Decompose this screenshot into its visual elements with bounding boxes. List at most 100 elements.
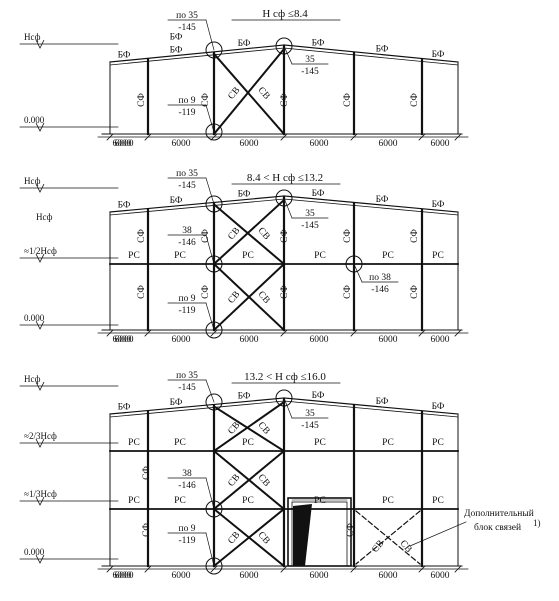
rail-label: РС	[128, 438, 140, 448]
roof-beam-label: БФ	[312, 189, 325, 199]
roof-line	[109, 198, 285, 216]
cross-brace	[212, 47, 286, 136]
brace-label: СВ	[371, 539, 387, 555]
leader-line	[353, 263, 363, 283]
level-arrow-icon	[35, 438, 45, 448]
rail-label: РС	[242, 438, 254, 448]
roof-line	[109, 47, 285, 66]
cross-brace	[212, 449, 286, 511]
node-circle	[205, 41, 223, 59]
callout-text: по 9	[179, 96, 196, 106]
level-arrow-icon	[35, 253, 45, 263]
dimension-tick	[350, 133, 358, 141]
callout-text: -146	[178, 481, 196, 491]
callout-text: по 9	[179, 524, 196, 534]
roof-line	[109, 400, 285, 418]
node-circle	[275, 37, 293, 55]
additional-block-note: блок связей	[474, 522, 521, 533]
rail-label: РС	[242, 251, 254, 261]
callout-text: -145	[178, 181, 196, 191]
roof	[109, 44, 459, 66]
callout-text: -119	[178, 306, 195, 316]
rail-label: РС	[128, 251, 140, 261]
dimension-tick	[280, 329, 288, 337]
span-dimension: 6000	[240, 335, 259, 345]
rail-label: РС	[432, 496, 444, 506]
column-label: СФ	[201, 93, 211, 107]
level-label: ≈1/3Нсф	[24, 489, 57, 499]
brace-label: СВ	[256, 226, 272, 242]
callout-text: -119	[178, 108, 195, 118]
callout-text: -146	[371, 285, 389, 295]
roof	[109, 397, 459, 418]
column-label: СФ	[343, 229, 353, 243]
span-dimension: 6000	[310, 571, 329, 581]
rail-label: РС	[382, 251, 394, 261]
level-arrow-icon	[35, 496, 45, 506]
level-arrow-icon	[35, 554, 45, 564]
level-mark: 0.000	[19, 313, 119, 330]
roof-beam-label: БФ	[376, 195, 389, 205]
footnote-mark: 1)	[533, 518, 541, 528]
dimension-tick	[144, 329, 152, 337]
dimension-tick	[106, 565, 114, 573]
column-label: СФ	[410, 93, 420, 107]
rail-label: РС	[432, 438, 444, 448]
node-circle	[205, 195, 223, 213]
roof-beam-label: БФ	[432, 50, 445, 60]
leader-line	[205, 177, 215, 205]
roof-line	[109, 195, 285, 213]
level-label: 0.000	[24, 115, 45, 125]
dimension-tick	[106, 329, 114, 337]
span-dimension: 6000	[240, 571, 259, 581]
roof-beam-label: БФ	[118, 403, 131, 413]
node-circle	[275, 189, 293, 207]
callout-text: -145	[178, 383, 196, 393]
node-circle	[205, 321, 223, 339]
roof-beam-label: БФ	[170, 398, 183, 408]
cross-brace	[212, 203, 286, 266]
rail-label: РС	[314, 496, 326, 506]
brace-label: СВ	[398, 539, 414, 555]
column-label: СФ	[137, 93, 147, 107]
additional-block-note: Дополнительный	[464, 508, 534, 519]
roof-beam-label: БФ	[118, 51, 131, 61]
level-arrow-icon	[35, 320, 45, 330]
leader-line	[205, 234, 215, 265]
callout-text: -119	[178, 536, 195, 546]
level-label: 0.000	[24, 313, 45, 323]
callout-text: по 35	[176, 169, 198, 179]
callout-mid: 38-146	[167, 226, 223, 273]
span-dimension: 6000	[431, 139, 450, 149]
roof-line	[109, 397, 285, 415]
rail-label: РС	[382, 438, 394, 448]
leader-line	[205, 104, 215, 133]
leader-line	[205, 302, 215, 331]
cross-brace	[212, 52, 286, 136]
dimension-tick	[454, 329, 462, 337]
column-label: СФ	[142, 523, 152, 537]
dashed-brace	[355, 510, 421, 565]
column-label: СФ	[137, 285, 147, 299]
door-leaf	[293, 504, 312, 566]
level-label: ≈1/2Нсф	[24, 246, 57, 256]
callout-base: по 9-119	[167, 294, 223, 339]
span-dimension: 6000	[172, 571, 191, 581]
column-label: СФ	[410, 285, 420, 299]
column-label: СФ	[343, 285, 353, 299]
node-circle	[205, 123, 223, 141]
callout-text: -146	[178, 238, 196, 248]
callout-ridge: 35-145	[275, 389, 329, 431]
callout-text: -145	[301, 421, 319, 431]
leader-line	[283, 45, 293, 65]
cross-brace	[212, 400, 286, 453]
roof-beam-label: БФ	[118, 201, 131, 211]
level-label: Нсф	[24, 374, 41, 384]
span-dimension: 6000	[240, 139, 259, 149]
dimension-tick	[280, 565, 288, 573]
level-mark: Нсф	[19, 32, 119, 49]
roof-beam-label: БФ	[238, 39, 251, 49]
span-dimension: 6000	[113, 335, 132, 345]
